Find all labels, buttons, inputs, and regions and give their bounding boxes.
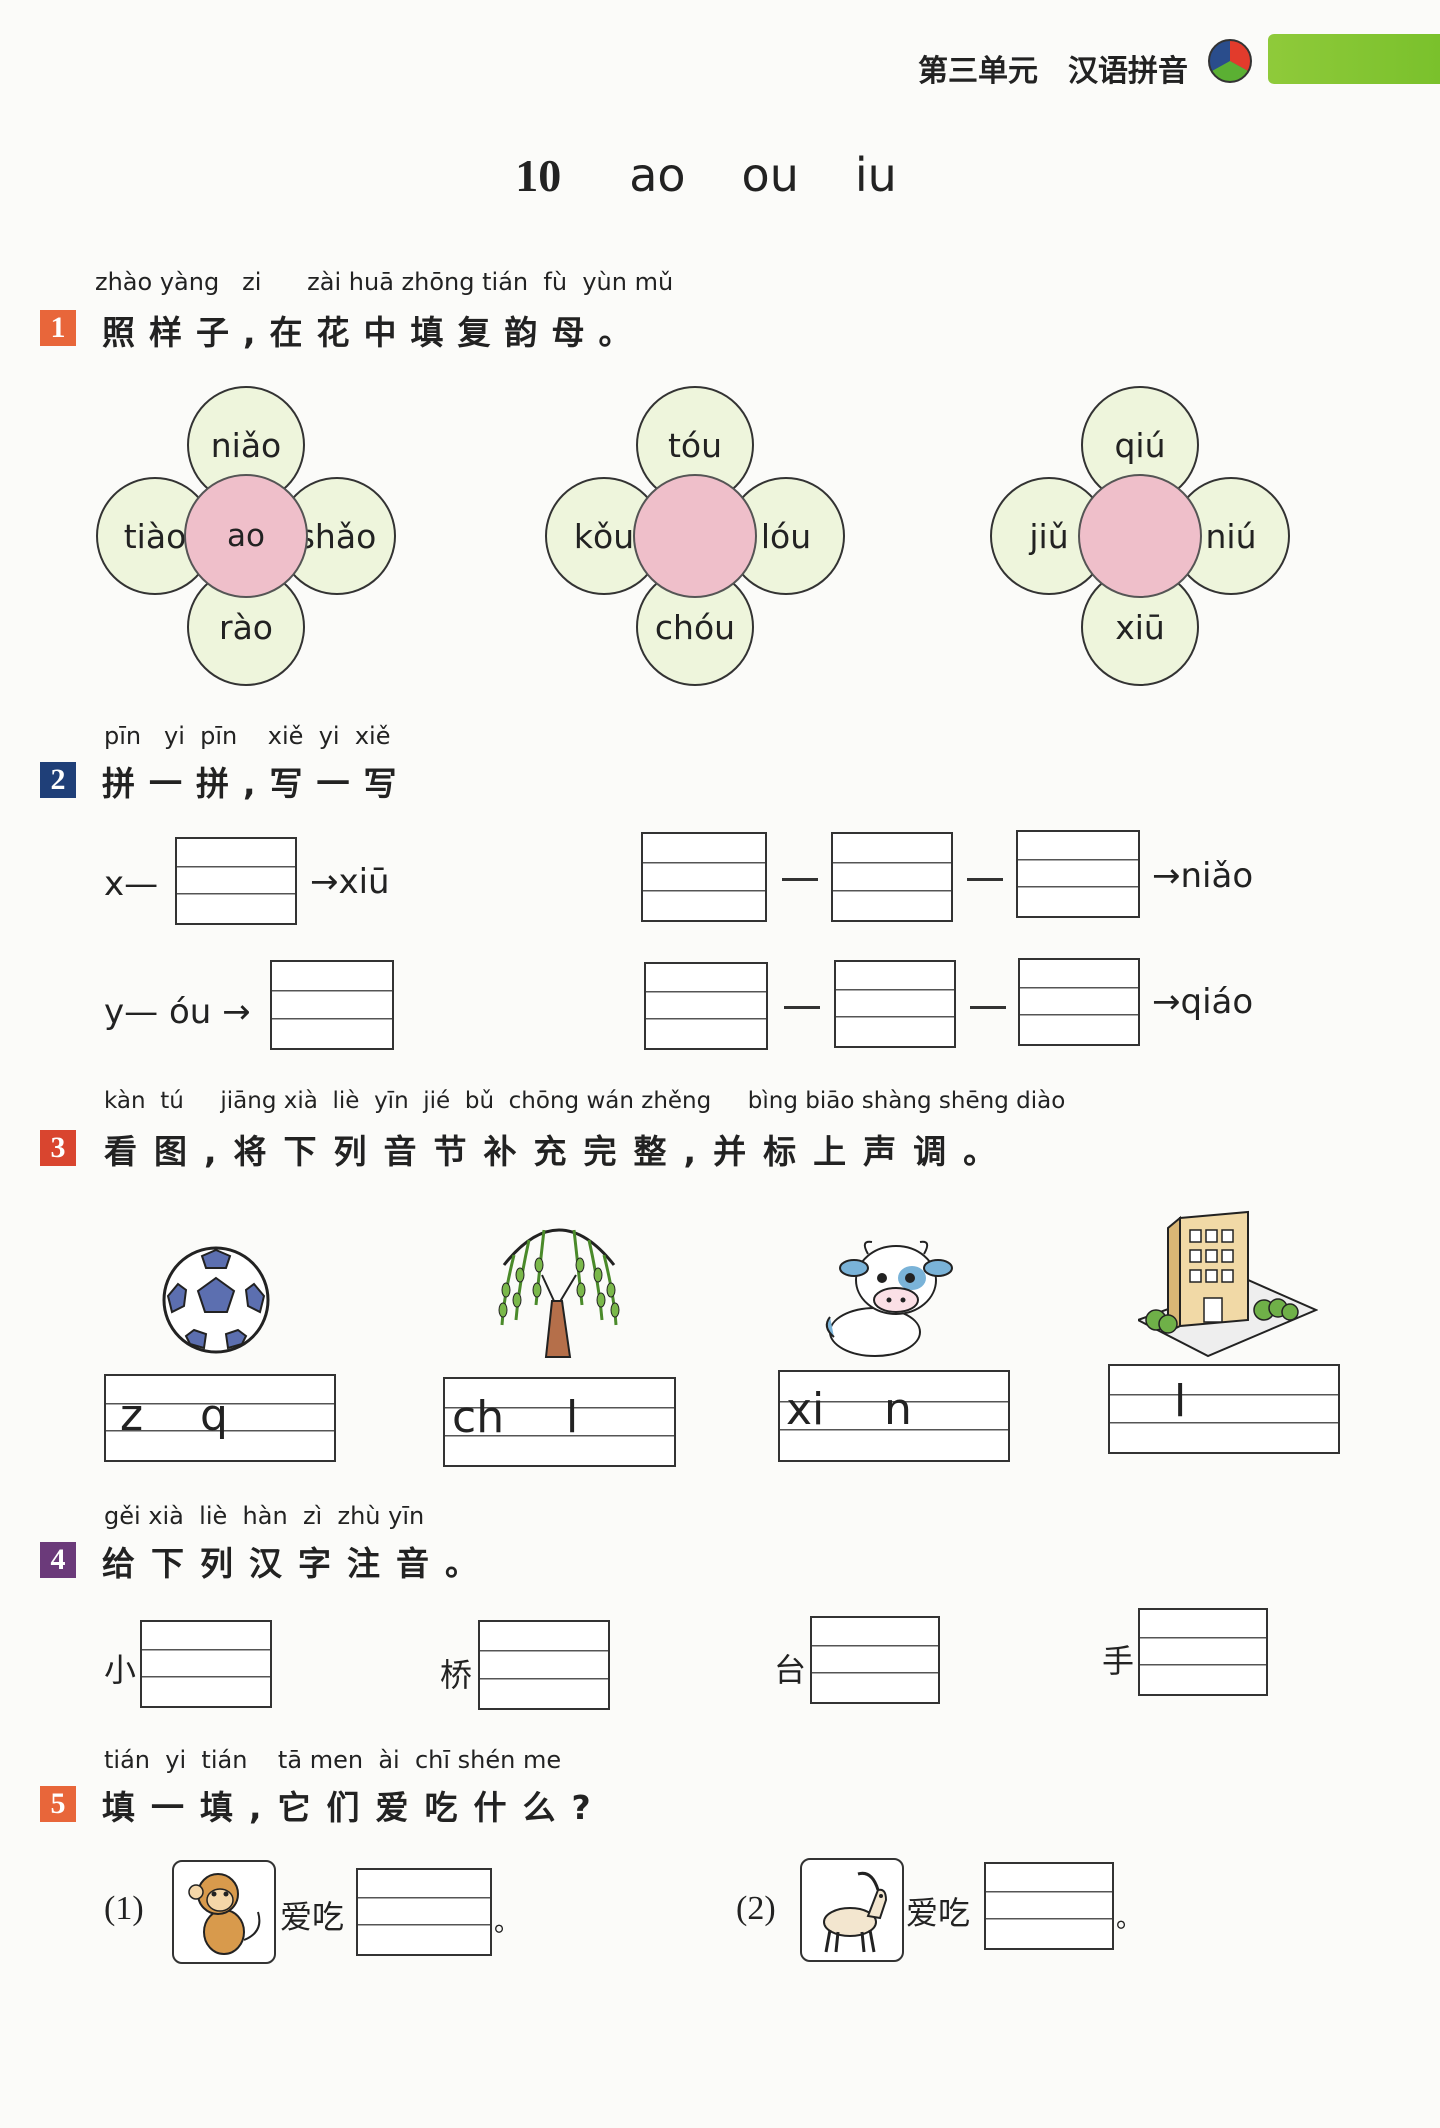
writing-box[interactable] <box>834 960 956 1048</box>
dash <box>784 1006 820 1009</box>
soccer-ball-icon <box>162 1246 270 1354</box>
hanzi-char: 手 <box>1102 1642 1135 1680</box>
syllable-part: l <box>566 1392 579 1443</box>
unit-label: 第三单元 <box>918 54 1038 89</box>
writing-box[interactable] <box>270 960 394 1050</box>
q4-instruction: 给下列汉字注音。 <box>102 1544 494 1583</box>
item-label: (1) <box>104 1890 144 1927</box>
flower-1: niǎo tiào shǎo rào ao <box>96 386 396 686</box>
dash <box>967 878 1003 881</box>
monkey-picture-frame <box>172 1860 276 1964</box>
writing-box[interactable] <box>831 832 953 922</box>
writing-box[interactable] <box>644 962 768 1050</box>
q5-number-badge: 5 <box>40 1786 76 1822</box>
dash <box>782 878 818 881</box>
willow-tree-icon <box>498 1228 620 1358</box>
lesson-sound: ao <box>629 148 686 202</box>
eats-label: 爱吃 <box>906 1894 971 1932</box>
q2-row1-right-result: →niǎo <box>1152 856 1254 896</box>
writing-box[interactable] <box>778 1370 1010 1462</box>
monkey-icon <box>188 1873 261 1955</box>
writing-box[interactable] <box>1016 830 1140 918</box>
building-icon <box>1138 1210 1318 1358</box>
lesson-sound: ou <box>741 148 799 202</box>
writing-box[interactable] <box>641 832 767 922</box>
dash <box>970 1006 1006 1009</box>
item-label: (2) <box>736 1890 776 1927</box>
q2-pinyin: pīn yi pīn xiě yi xiě <box>104 722 391 750</box>
q3-number-badge: 3 <box>40 1130 76 1166</box>
flower-petal: niǎo <box>187 386 305 504</box>
writing-box[interactable] <box>356 1868 492 1956</box>
q4-number-badge: 4 <box>40 1542 76 1578</box>
q1-pinyin: zhào yàng zi zài huā zhōng tián fù yùn m… <box>95 268 674 296</box>
header-accent-bar <box>1268 34 1440 84</box>
q4-pinyin: gěi xià liè hàn zì zhù yīn <box>104 1502 425 1530</box>
writing-box[interactable] <box>478 1620 610 1710</box>
q2-row1-result: →xiū <box>310 862 390 902</box>
q1-number-badge: 1 <box>40 310 76 346</box>
writing-box[interactable] <box>443 1377 676 1467</box>
writing-box[interactable] <box>810 1616 940 1704</box>
writing-box[interactable] <box>1018 958 1140 1046</box>
flower-3: qiú jiǔ niú xiū <box>990 386 1290 686</box>
q3-instruction: 看图,将下列音节补充完整,并标上声调。 <box>104 1132 1014 1171</box>
syllable-part: n <box>884 1384 912 1435</box>
q2-instruction: 拼一拼,写一写 <box>102 764 411 803</box>
subject-label: 汉语拼音 <box>1068 54 1188 89</box>
writing-box[interactable] <box>1108 1364 1340 1454</box>
syllable-part: ch <box>452 1392 505 1443</box>
page-header: 第三单元汉语拼音 <box>918 46 1218 90</box>
lesson-title: 10 ao ou iu <box>0 148 1440 202</box>
writing-box[interactable] <box>1138 1608 1268 1696</box>
q2-row1-prefix: x— <box>104 864 159 904</box>
flower-center: ao <box>184 474 308 598</box>
lesson-sound: iu <box>854 148 897 202</box>
q2-row2-prefix: y— óu → <box>104 992 251 1032</box>
q3-pinyin: kàn tú jiāng xià liè yīn jié bǔ chōng wá… <box>104 1088 1066 1114</box>
writing-box[interactable] <box>104 1374 336 1462</box>
period: 。 <box>494 1908 521 1938</box>
period: 。 <box>1116 1904 1143 1934</box>
syllable-part: l <box>1174 1376 1187 1427</box>
hanzi-char: 台 <box>774 1651 807 1689</box>
hanzi-char: 小 <box>104 1651 137 1689</box>
hanzi-char: 桥 <box>440 1656 473 1694</box>
lesson-number: 10 <box>515 150 562 201</box>
color-sphere-icon <box>1208 39 1252 83</box>
cow-icon <box>825 1240 953 1357</box>
flower-center-answer[interactable] <box>1078 474 1202 598</box>
q1-instruction: 照样子,在花中填复韵母。 <box>102 313 646 352</box>
syllable-part: q <box>200 1390 228 1441</box>
eats-label: 爱吃 <box>280 1898 345 1936</box>
flower-petal: tóu <box>636 386 754 504</box>
writing-box[interactable] <box>175 837 297 925</box>
syllable-part: xi <box>786 1384 825 1435</box>
goat-picture-frame <box>800 1858 904 1962</box>
goat-icon <box>823 1871 888 1953</box>
flower-2: tóu kǒu lóu chóu <box>545 386 845 686</box>
q2-row2-right-result: →qiáo <box>1152 982 1254 1022</box>
q2-number-badge: 2 <box>40 762 76 798</box>
syllable-part: z <box>120 1390 144 1441</box>
q5-instruction: 填一填,它们爱吃什么? <box>102 1788 607 1827</box>
writing-box[interactable] <box>984 1862 1114 1950</box>
q5-pinyin: tián yi tián tā men ài chī shén me <box>104 1746 562 1774</box>
writing-box[interactable] <box>140 1620 272 1708</box>
flower-center-answer[interactable] <box>633 474 757 598</box>
